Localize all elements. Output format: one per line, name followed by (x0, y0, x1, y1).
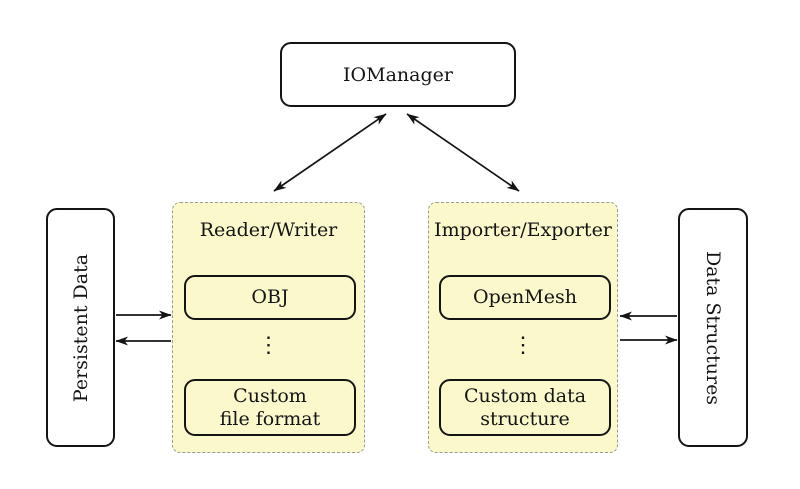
node-openmesh: OpenMesh (439, 275, 611, 320)
node-iomanager: IOManager (280, 42, 516, 107)
node-iomanager-label: IOManager (343, 63, 453, 86)
node-obj-label: OBJ (251, 286, 289, 308)
node-data-structures: Data Structures (678, 208, 748, 447)
node-custom-data-structure: Custom data structure (439, 379, 611, 436)
node-persistent-data-label: Persistent Data (69, 253, 92, 402)
edge-iomanager-importer-exporter (406, 113, 520, 192)
edge-iomanager-reader-writer (273, 113, 387, 192)
node-custom-file-format: Custom file format (184, 379, 356, 436)
vdots-reader-writer: ⋮ (257, 333, 280, 358)
group-importer-exporter-title: Importer/Exporter (434, 219, 612, 241)
node-custom-file-format-label: Custom file format (219, 384, 321, 430)
vdots-importer-exporter: ⋮ (512, 333, 534, 358)
node-obj: OBJ (184, 275, 356, 320)
group-importer-exporter: Importer/Exporter OpenMesh ⋮ Custom data… (428, 202, 618, 453)
node-persistent-data: Persistent Data (46, 208, 115, 447)
node-data-structures-label: Data Structures (702, 250, 724, 405)
group-reader-writer: Reader/Writer OBJ ⋮ Custom file format (172, 202, 365, 453)
node-custom-data-structure-label: Custom data structure (463, 384, 587, 430)
node-openmesh-label: OpenMesh (473, 286, 577, 308)
group-reader-writer-title: Reader/Writer (199, 219, 338, 241)
